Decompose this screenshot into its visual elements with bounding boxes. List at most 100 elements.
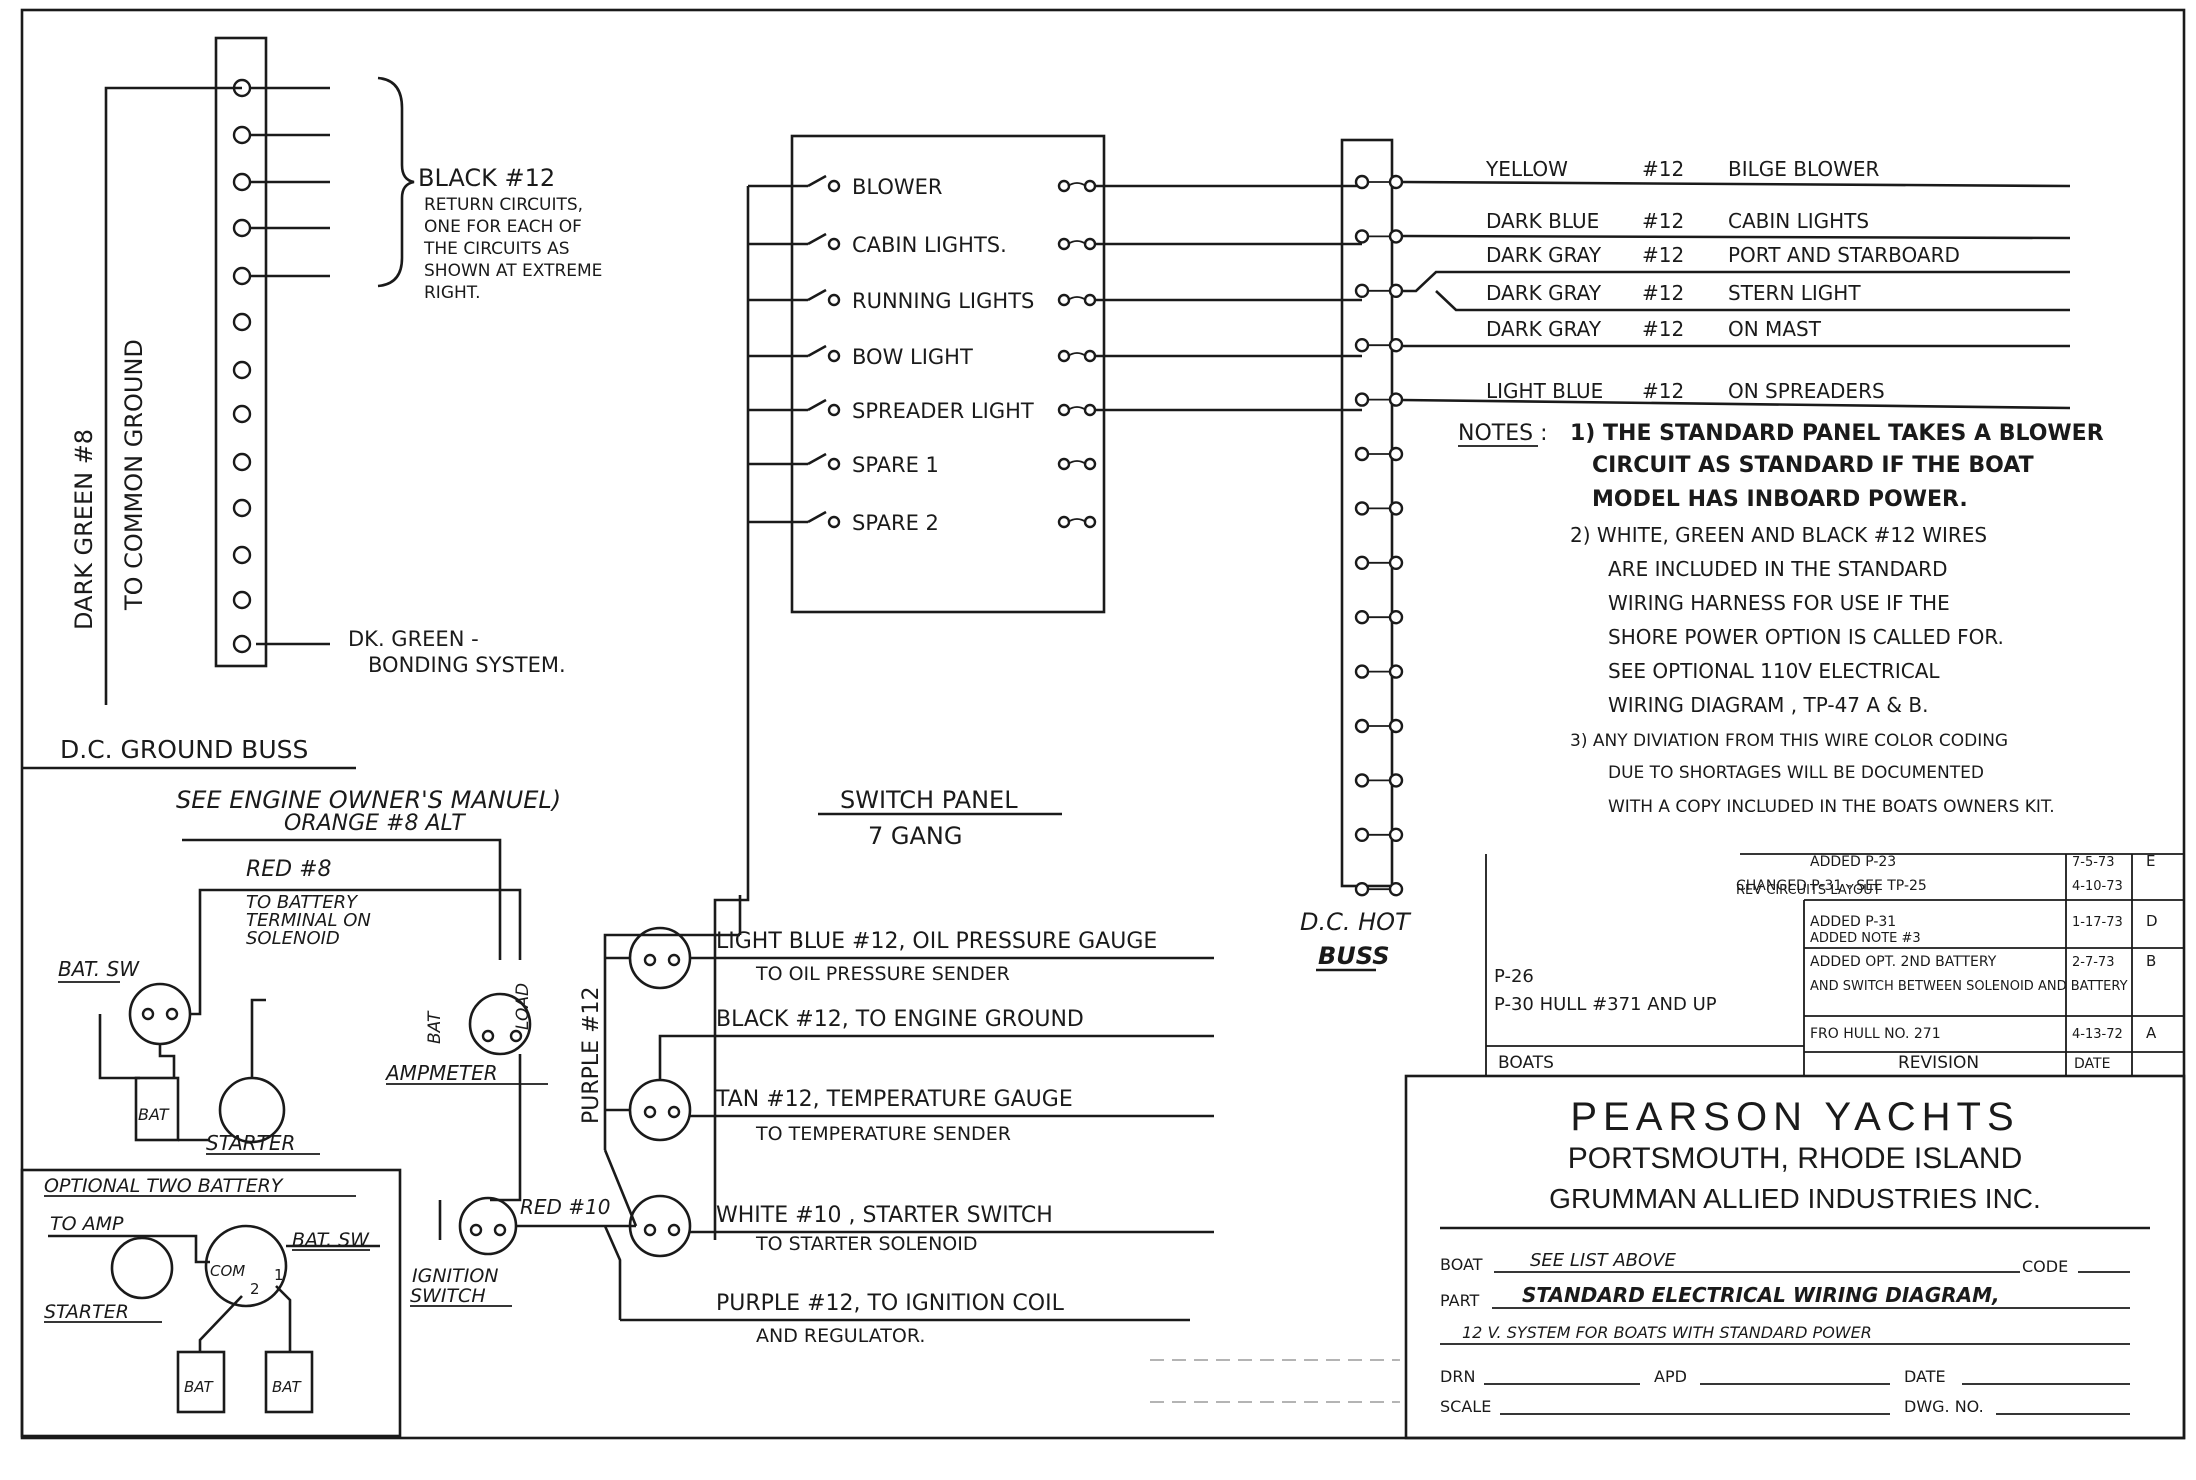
hot-terminal-in (1354, 283, 1370, 298)
hot-terminal-in (1354, 555, 1370, 570)
battery-switch-term-b (165, 1007, 179, 1021)
circuit-wire (1401, 234, 2071, 240)
ground-terminal (232, 452, 252, 472)
switch-panel-title: SWITCH PANEL (840, 786, 1018, 814)
battery-label: BAT (138, 1105, 170, 1124)
revision-text: ADDED OPT. 2ND BATTERY (1810, 954, 1997, 970)
hot-buss-terminals (1354, 174, 1404, 897)
parent-company: GRUMMAN ALLIED INDUSTRIES INC. (1549, 1183, 2041, 1214)
notes: NOTES : 1) THE STANDARD PANEL TAKES A BL… (1458, 421, 2104, 817)
revision-text: ADDED P-31 (1810, 914, 1896, 930)
temp-gauge (628, 1078, 692, 1142)
switch-out-a (1057, 403, 1071, 417)
circuit-gauge: #12 (1642, 157, 1684, 181)
dwg-label: DWG. NO. (1904, 1397, 1984, 1416)
switch-panel-box (790, 134, 1106, 614)
switch-label: BLOWER (852, 175, 943, 199)
switch-label: SPARE 2 (852, 511, 939, 535)
ground-terminal (232, 266, 252, 286)
sheet-border (20, 8, 2186, 1440)
boat-label: BOAT (1440, 1255, 1483, 1274)
svg-text:RIGHT.: RIGHT. (424, 283, 481, 303)
hot-terminal-out (1388, 338, 1404, 353)
circuit-dest: PORT AND STARBOARD (1728, 243, 1960, 267)
switch-out-link (1067, 460, 1087, 465)
battery (134, 1076, 180, 1142)
optional-bat-1-label: BAT (184, 1378, 214, 1396)
to-battery-3: SOLENOID (246, 928, 340, 949)
ignition-switch (458, 1196, 518, 1256)
ground-buss-terminals (232, 78, 252, 654)
hot-terminal-out (1388, 229, 1404, 244)
switch-contact (827, 457, 841, 471)
switch-blade (807, 398, 827, 412)
circuit-color: DARK GRAY (1486, 317, 1602, 341)
ignition-label-1: IGNITION (412, 1265, 499, 1287)
hot-terminal-out (1388, 827, 1404, 842)
switch-blade (807, 344, 827, 358)
optional-bat-sw: BAT. SW (292, 1229, 370, 1251)
engine-wire-sub: AND REGULATOR. (756, 1325, 925, 1347)
switch-out-a (1057, 349, 1071, 363)
hot-terminal-in (1354, 664, 1370, 679)
switch-out-a (1057, 237, 1071, 251)
ground-terminal (232, 498, 252, 518)
hot-terminal-in (1354, 229, 1370, 244)
switch-contact (827, 349, 841, 363)
apd-label: APD (1654, 1367, 1687, 1386)
bat-sw-label: BAT. SW (58, 957, 140, 981)
switch-out-b (1083, 179, 1097, 193)
switch-out-link (1067, 518, 1087, 523)
switch-out-link (1067, 182, 1087, 187)
common-ground-label: TO COMMON GROUND (120, 339, 148, 611)
starter-term-b (667, 1223, 681, 1237)
switch-out-link (1067, 240, 1087, 245)
red10-label: RED #10 (520, 1195, 611, 1219)
title-block (1404, 1074, 2186, 1440)
hot-terminal-out (1388, 882, 1404, 897)
dark-green-wire (104, 86, 242, 705)
boats-2: P-30 HULL #371 AND UP (1494, 994, 1717, 1015)
ampmeter-bat: BAT (425, 1010, 445, 1044)
hot-terminal-out (1388, 555, 1404, 570)
opt-amp-wire (48, 1234, 210, 1264)
switch-contact (827, 515, 841, 529)
return-brace (377, 76, 415, 288)
purple12-label: PURPLE #12 (579, 987, 604, 1125)
ampmeter-term-bat (481, 1029, 495, 1043)
starter-label: STARTER (206, 1131, 295, 1155)
switch-contact (827, 179, 841, 193)
ground-terminal (232, 404, 252, 424)
circuit-color: YELLOW (1485, 157, 1568, 181)
ignition-term-b (493, 1223, 507, 1237)
circuit-color: DARK BLUE (1486, 209, 1599, 233)
starter-switch-term (628, 1194, 692, 1258)
revision-text: FRO HULL NO. 271 (1810, 1026, 1941, 1042)
optional-battery-switch (204, 1224, 288, 1308)
ignition-term-a (469, 1223, 483, 1237)
switch-out-b (1083, 349, 1097, 363)
engine-wire-main: LIGHT BLUE #12, OIL PRESSURE GAUGE (716, 929, 1157, 954)
optional-battery-1 (176, 1350, 226, 1414)
ground-terminal (232, 545, 252, 565)
ground-terminal (232, 634, 252, 654)
bonding-label-2: BONDING SYSTEM. (368, 653, 566, 677)
revision-sub: AND SWITCH BETWEEN SOLENOID AND BATTERY (1810, 979, 2128, 994)
orange-alt-wire (182, 838, 502, 960)
circuit-color: DARK GRAY (1486, 281, 1602, 305)
hot-terminal-out (1388, 501, 1404, 516)
red8-label: RED #8 (246, 857, 332, 882)
hot-terminal-out (1388, 446, 1404, 462)
engine-ground-wire (658, 1034, 1214, 1080)
revision-date: 4-10-73 (2072, 879, 2123, 894)
svg-text:MODEL HAS INBOARD POWER.: MODEL HAS INBOARD POWER. (1592, 487, 1968, 512)
circuit-gauge: #12 (1642, 379, 1684, 403)
svg-text:WITH A COPY INCLUDED IN THE BO: WITH A COPY INCLUDED IN THE BOATS OWNERS… (1608, 797, 2055, 817)
oil-gauge-term-a (643, 953, 657, 967)
circuit-dest: STERN LIGHT (1728, 281, 1861, 305)
ampmeter-load: LOAD (513, 983, 533, 1030)
hot-terminal-out (1388, 283, 1404, 298)
